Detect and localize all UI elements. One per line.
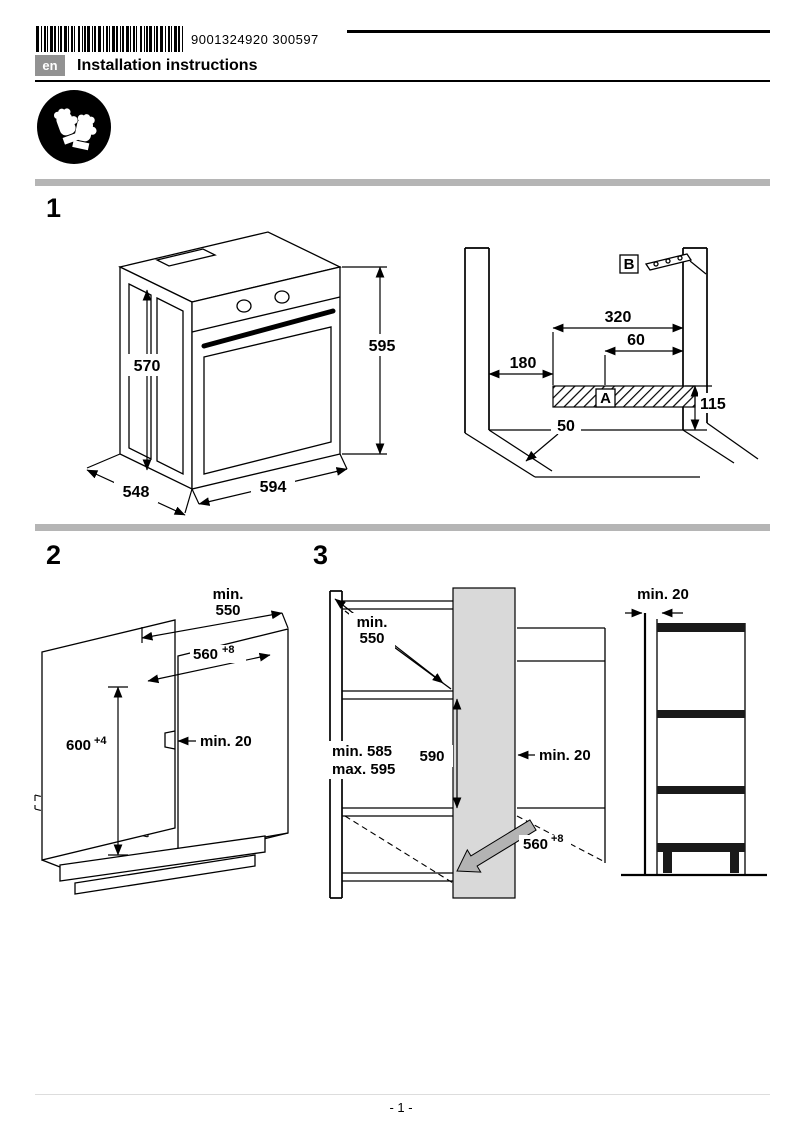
dim-depth-min-label: min. [357,614,388,631]
dim-depth-value: 550 [359,630,384,647]
dim-niche-height: 590 [419,748,444,765]
dim-60: 60 [627,332,645,349]
gloves-icon [37,90,111,164]
oven-knob [274,290,290,304]
plinth-recess [74,854,256,895]
dim-depth-min-label: min. [213,586,244,603]
part-label: B [624,256,635,273]
fig1-niche-dimensions: 320 60 180 115 50 [488,309,734,462]
dim-width: 594 [260,479,287,496]
dim-height: 595 [369,338,396,355]
dim-50: 50 [557,418,575,435]
dim-niche-height-tol: +4 [94,735,107,747]
dim-wall-gap: min. 20 [637,586,689,603]
title-rule [35,80,770,82]
side-view-shelf [657,710,745,718]
rear-gap-notch [164,730,176,750]
page-title: Installation instructions [77,57,258,74]
side-view-foot [730,852,739,873]
dim-rear-gap: min. 20 [539,747,591,764]
barcode [36,26,184,52]
dim-bottom-width: 560 [523,836,548,853]
dim-height-min: min. 585 [332,743,392,760]
plinth [59,835,266,882]
mounting-rail [644,253,693,271]
part-label-box [619,254,639,274]
glove-right [72,114,97,151]
oven-knob [236,299,252,313]
dim-height-max: max. 595 [332,761,395,778]
fig3-dimensions: min. 550 min. 585 max. 595 590 min. 20 5… [329,598,591,873]
dim-180: 180 [510,355,537,372]
side-view-worktop [657,623,745,632]
dim-depth-value: 550 [215,602,240,619]
dim-rear-gap: min. 20 [200,733,252,750]
side-view-foot [663,852,672,873]
fig1-niche-drawing: A B 320 60 180 115 50 [464,247,759,478]
vent-area: A [552,385,696,408]
page-number: - 1 - [389,1100,413,1115]
section-divider-1 [35,179,770,186]
footer-rule [35,1094,770,1095]
fig1-oven-dimensions: 570 595 548 594 [86,266,403,516]
language-badge: en [35,55,65,76]
section-3-number: 3 [313,540,329,570]
side-view-shelf [657,786,745,794]
oven-body [118,231,342,491]
side-view: min. 20 [621,586,767,877]
oven-handle [201,308,336,349]
section-1-number: 1 [46,193,62,223]
fig2-cabinet-drawing: min. 550 560 +8 600 +4 min. 20 [34,586,289,895]
section-divider-2 [35,524,770,531]
fig3-column-drawing: min. 550 min. 585 max. 595 590 min. 20 5… [329,586,767,899]
dim-320: 320 [605,309,632,326]
dim-niche-width: 560 [193,646,218,663]
area-label: A [600,390,611,407]
dim-115: 115 [700,396,726,413]
dim-depth: 548 [123,484,150,501]
mounting-rail-part: B [619,253,707,275]
oven-door [203,326,332,475]
fig1-oven-drawing: 570 595 548 594 [86,231,403,516]
top-rule [347,30,770,33]
dim-niche-width-tol: +8 [222,644,235,656]
area-label-box [595,388,616,408]
fig2-dimensions: min. 550 560 +8 600 +4 min. 20 [64,586,289,856]
dim-inner-height: 570 [134,358,161,375]
dim-bottom-width-tol: +8 [551,833,564,845]
barcode-number: 9001324920 300597 [191,32,319,47]
base-cabinet [41,619,289,895]
side-view-base [657,843,745,852]
dim-niche-height: 600 [66,737,91,754]
section-2-number: 2 [46,540,62,570]
oven-vent [155,248,217,267]
